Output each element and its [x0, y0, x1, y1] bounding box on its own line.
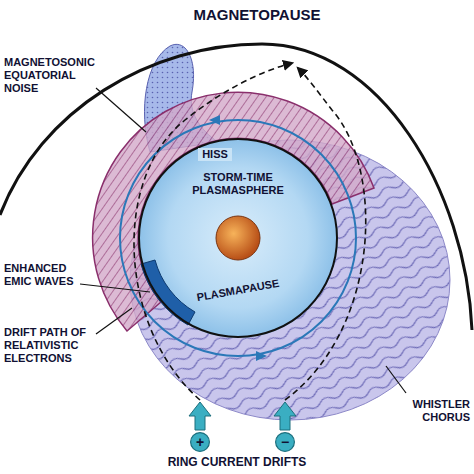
- leader-line: [96, 308, 132, 334]
- node-text: +: [196, 436, 204, 449]
- earth: [216, 216, 260, 260]
- drift-arrow: [209, 115, 220, 125]
- ion-drift-path: [134, 63, 292, 400]
- drift-up-arrow: [189, 402, 211, 430]
- region-label: MAGNETOPAUSE: [167, 8, 347, 21]
- region-label: RING CURRENT DRIFTS: [137, 456, 337, 469]
- node-shape: [139, 139, 337, 337]
- region-label: PLASMAPAUSE: [194, 276, 283, 304]
- node-shape: [191, 433, 210, 452]
- plasmasphere-region: STORM-TIME PLASMASPHERE: [138, 138, 338, 338]
- region-label: WHISTLER CHORUS: [396, 398, 470, 424]
- drift-arrow: [256, 351, 267, 361]
- electron-drift-path: [120, 120, 356, 356]
- magnetopause-line: [0, 44, 472, 330]
- region-label: ENHANCED EMIC WAVES: [4, 262, 94, 288]
- ion-marker: +: [190, 432, 210, 452]
- plasmasphere-fill: [138, 138, 338, 338]
- region-label: DRIFT PATH OF RELATIVISTIC ELECTRONS: [4, 326, 104, 365]
- region-label: HISS: [198, 148, 232, 161]
- region-label: MAGNETOSONIC EQUATORIAL NOISE: [4, 56, 100, 95]
- electron-drift-path-dashed: [285, 68, 366, 400]
- leader-line: [80, 284, 150, 292]
- node-text: −: [281, 436, 289, 449]
- leader-line: [386, 366, 406, 393]
- drift-up-arrow: [274, 402, 296, 430]
- electron-marker: −: [275, 432, 295, 452]
- node-text: STORM-TIME PLASMASPHERE: [181, 171, 295, 197]
- leader-line: [96, 88, 146, 132]
- node-shape: [276, 433, 295, 452]
- node-outline: [138, 138, 338, 338]
